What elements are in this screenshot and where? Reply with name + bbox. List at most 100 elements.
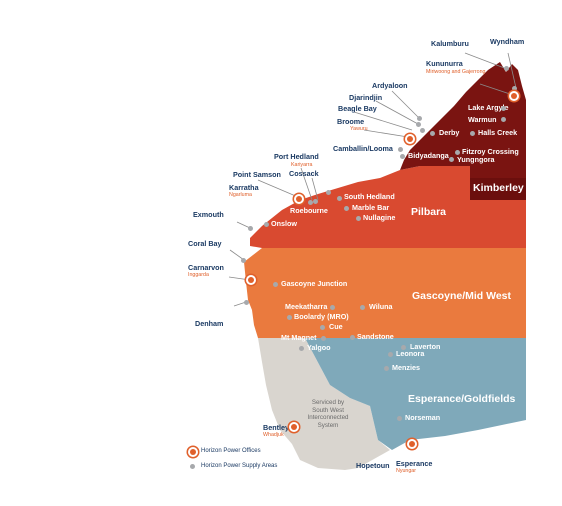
region-label-kimberley: Kimberley [473, 182, 524, 194]
supply-dot-onslow [264, 222, 269, 227]
supply-dot-laverton [401, 345, 406, 350]
place-label-nullagine: Nullagine [363, 213, 396, 222]
place-label-warmun: Warmun [468, 115, 497, 124]
place-label-karratha: Karratha [229, 183, 259, 192]
supply-dot-norseman [397, 416, 402, 421]
place-label-kalumburu: Kalumburu [431, 39, 469, 48]
place-label-meekatharra: Meekatharra [285, 302, 328, 311]
office-marker-esperance [409, 441, 415, 447]
place-sub-port-hedland: Kariyarra [291, 162, 313, 168]
place-label-boolardy: Boolardy (MRO) [294, 312, 349, 321]
region-pilbara [250, 166, 526, 248]
place-label-sandstone: Sandstone [357, 332, 394, 341]
southwest-note-line: Serviced by [311, 399, 345, 406]
place-label-marble-bar: Marble Bar [352, 203, 390, 212]
place-label-port-hedland: Port Hedland [274, 152, 319, 161]
place-label-ardyaloon: Ardyaloon [372, 81, 408, 90]
office-marker-broome [407, 136, 413, 142]
place-label-lake-argyle: Lake Argyle [468, 103, 509, 112]
place-label-yungngora: Yungngora [457, 155, 495, 164]
place-label-leonora: Leonora [396, 349, 425, 358]
place-label-yalgoo: Yalgoo [307, 343, 331, 352]
southwest-note-line: Interconnected [307, 414, 349, 422]
place-label-laverton: Laverton [410, 342, 441, 351]
place-label-fitzroy: Fitzroy Crossing [462, 147, 519, 156]
place-label-derby: Derby [439, 128, 460, 137]
supply-dot-menzies [384, 366, 389, 371]
supply-dot-kununurra-area [512, 86, 517, 91]
southwest-note-line: South West [312, 406, 344, 414]
supply-dot-denham [244, 300, 249, 305]
supply-dot-lake-argyle [501, 106, 506, 111]
office-marker-bentley [291, 424, 297, 430]
supply-dot-marble-bar [344, 206, 349, 211]
place-label-halls-creek: Halls Creek [478, 128, 518, 137]
place-label-onslow: Onslow [271, 219, 297, 228]
place-sub-esperance: Nyungar [396, 468, 417, 474]
supply-dot-south-hedland [337, 196, 342, 201]
place-sub-kununurra: Miriwoong and Gajerrong [426, 69, 486, 75]
supply-dot-boolardy [287, 315, 292, 320]
place-label-beagle-bay: Beagle Bay [338, 104, 377, 113]
southwest-note: Serviced by South West Interconnected Sy… [288, 399, 368, 429]
supply-dot-cue [320, 325, 325, 330]
supply-dot-nullagine [356, 216, 361, 221]
supply-dot-ardyaloon [417, 116, 422, 121]
supply-dot-port-hedland [326, 190, 331, 195]
supply-dot-sandstone [350, 335, 355, 340]
supply-dot-bidyadanga [400, 154, 405, 159]
place-label-south-hedland: South Hedland [344, 192, 395, 201]
place-label-exmouth: Exmouth [193, 210, 224, 219]
supply-dot-halls-creek [470, 131, 475, 136]
place-label-wyndham: Wyndham [490, 37, 525, 46]
region-kimberley [400, 62, 526, 200]
supply-dot-leonora [388, 352, 393, 357]
region-southwest [258, 338, 390, 470]
place-label-djarindjin: Djarindjin [349, 93, 383, 102]
place-sub-karratha: Ngarluma [229, 192, 252, 198]
supply-dot-coral-bay [241, 258, 246, 263]
place-label-broome: Broome [337, 117, 365, 126]
place-label-hopetoun: Hopetoun [356, 461, 390, 470]
supply-dot-wyndham [504, 66, 509, 71]
place-label-wiluna: Wiluna [369, 302, 393, 311]
place-label-coral-bay: Coral Bay [188, 239, 222, 248]
place-label-denham: Denham [195, 319, 224, 328]
legend-supply-icon [190, 464, 195, 469]
supply-dot-cossack [313, 199, 318, 204]
supply-dot-meekatharra [330, 305, 335, 310]
supply-dot-yungngora [449, 157, 454, 162]
legend-supply-label: Horizon Power Supply Areas [201, 463, 278, 469]
supply-dot-fitzroy [455, 150, 460, 155]
region-label-esperance: Esperance/Goldfields [408, 393, 516, 405]
place-label-gascoyne-junction: Gascoyne Junction [281, 279, 348, 288]
southwest-note-line: System [317, 421, 339, 429]
place-label-camballin: Camballin/Looma [333, 144, 393, 153]
supply-dot-gascoyne-junction [273, 282, 278, 287]
place-sub-carnarvon: Inggarda [188, 272, 209, 278]
place-label-point-samson: Point Samson [233, 170, 281, 179]
supply-dot-camballin [398, 147, 403, 152]
place-label-cue: Cue [329, 322, 343, 331]
place-label-menzies: Menzies [392, 363, 420, 372]
place-label-roebourne: Roebourne [290, 206, 328, 215]
office-marker-kununurra [511, 93, 517, 99]
place-label-norseman: Norseman [405, 413, 441, 422]
place-label-kununurra: Kununurra [426, 59, 463, 68]
place-label-esperance: Esperance [396, 459, 433, 468]
legend-office-icon [190, 449, 196, 455]
supply-dot-wiluna [360, 305, 365, 310]
supply-dot-yalgoo [299, 346, 304, 351]
place-label-cossack: Cossack [289, 169, 319, 178]
supply-dot-derby [430, 131, 435, 136]
place-sub-broome: Yawuru [350, 126, 368, 132]
place-label-bidyadanga: Bidyadanga [408, 151, 449, 160]
supply-dot-beagle-bay [420, 128, 425, 133]
leader-lines [228, 52, 517, 307]
office-marker-carnarvon [248, 277, 254, 283]
region-gascoyne [244, 248, 526, 338]
region-esperance [305, 338, 526, 450]
supply-dot-mt-magnet [321, 336, 326, 341]
